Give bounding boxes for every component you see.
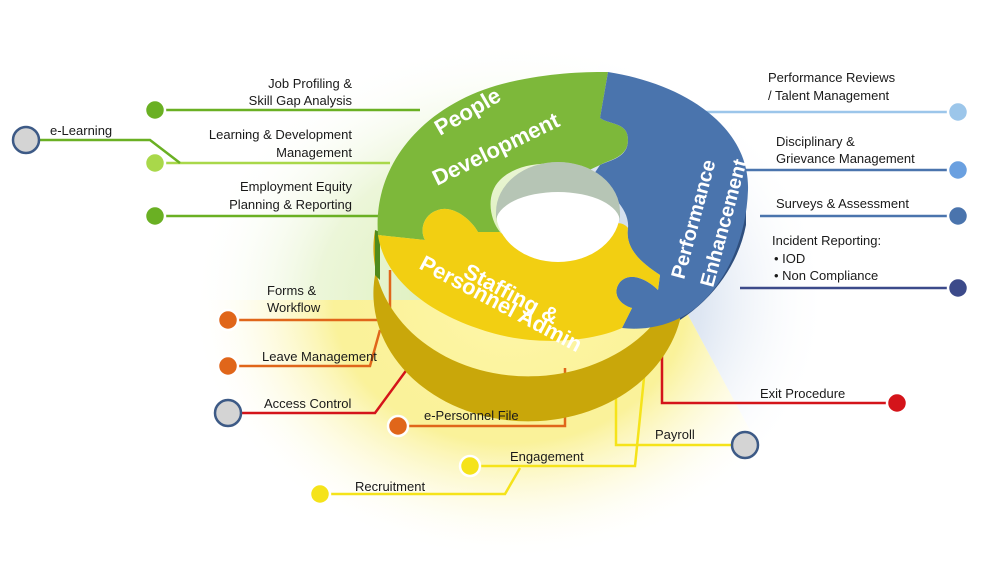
label-employment-equity-1: Employment Equity [240,179,352,194]
node-circles [11,98,970,506]
segment-performance-enhancement[interactable] [590,72,749,329]
label-exit: Exit Procedure [760,386,845,401]
label-payroll: Payroll [655,427,695,442]
node-leave[interactable] [216,354,240,378]
node-engagement[interactable] [458,454,482,478]
label-forms-2: Workflow [267,300,321,315]
label-forms-1: Forms & [267,283,316,298]
node-exit[interactable] [885,391,909,415]
label-performance-reviews-2: / Talent Management [768,88,890,103]
label-learning-dev-1: Learning & Development [209,127,352,142]
node-disciplinary[interactable] [946,158,970,182]
node-learning-dev[interactable] [143,151,167,175]
connector-recruitment [320,467,522,496]
node-elearning[interactable] [11,125,41,155]
node-job-profiling[interactable] [143,98,167,122]
label-epersonnel: e-Personnel File [424,408,519,423]
label-learning-dev-2: Management [276,145,352,160]
node-access[interactable] [213,398,243,428]
node-payroll[interactable] [730,430,760,460]
connector-engagement [470,367,647,468]
label-performance-reviews-1: Performance Reviews [768,70,896,85]
label-engagement: Engagement [510,449,584,464]
connector-elearning [40,138,181,164]
segment-people-development[interactable] [377,72,628,240]
label-access: Access Control [264,396,352,411]
label-job-profiling-2: Skill Gap Analysis [249,93,353,108]
node-forms[interactable] [216,308,240,332]
connector-exit [660,355,897,405]
label-surveys: Surveys & Assessment [776,196,909,211]
ring-body [373,72,749,422]
label-recruitment: Recruitment [355,479,425,494]
node-recruitment[interactable] [308,482,332,506]
ring-side-green [375,230,380,280]
label-incident-3: • Non Compliance [774,268,878,283]
ring-center-hole [496,162,620,262]
node-epersonnel[interactable] [386,414,410,438]
label-disciplinary-1: Disciplinary & [776,134,855,149]
item-labels: Job Profiling & Skill Gap Analysis Learn… [50,70,915,494]
label-incident-2: • IOD [774,251,805,266]
node-performance-reviews[interactable] [946,100,970,124]
label-elearning: e-Learning [50,123,112,138]
connector-leave [228,329,382,368]
node-surveys[interactable] [946,204,970,228]
label-leave: Leave Management [262,349,377,364]
ring-side-yellow [373,230,680,422]
label-incident-1: Incident Reporting: [772,233,881,248]
connector-access [228,367,410,415]
node-employment-equity[interactable] [143,204,167,228]
label-disciplinary-2: Grievance Management [776,151,915,166]
label-employment-equity-2: Planning & Reporting [229,197,352,212]
node-incident[interactable] [946,276,970,300]
label-job-profiling-1: Job Profiling & [268,76,352,91]
